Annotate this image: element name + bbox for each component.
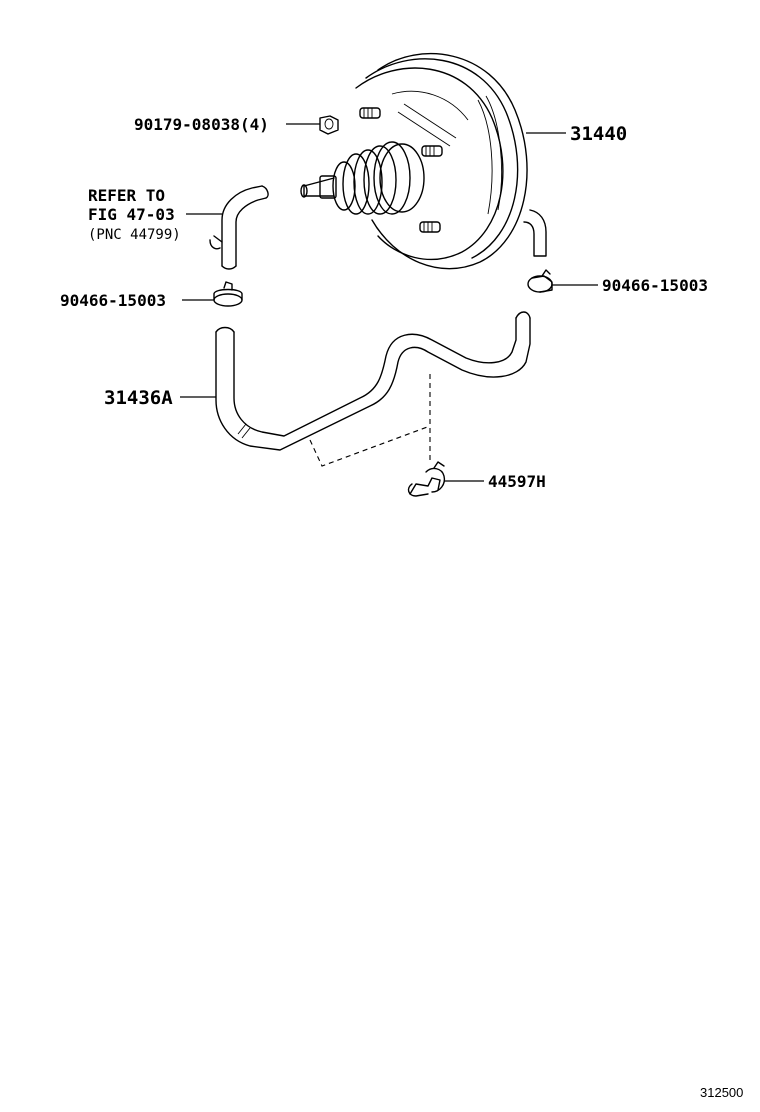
callout-clamp-left[interactable]: 90466-15003	[60, 291, 166, 310]
flange-nut[interactable]	[319, 115, 339, 135]
hose-clamp-right[interactable]	[527, 269, 553, 293]
stud	[419, 221, 441, 233]
clip-reference-lines	[309, 374, 431, 467]
stud	[359, 107, 381, 119]
callout-refer-line3: (PNC 44799)	[88, 227, 181, 243]
brake-booster[interactable]	[300, 52, 547, 270]
callout-booster[interactable]: 31440	[570, 123, 627, 145]
callout-refer-line1: REFER TO	[88, 186, 165, 205]
bellows-boot	[332, 141, 425, 215]
figure-number: 312500	[700, 1085, 743, 1100]
hose-clamp-left[interactable]	[213, 281, 243, 307]
push-rod	[300, 175, 337, 199]
callout-clamp-right[interactable]: 90466-15003	[602, 276, 708, 295]
callout-hose[interactable]: 31436A	[104, 387, 173, 409]
vacuum-hose[interactable]	[215, 311, 531, 451]
callout-nut[interactable]: 90179-08038(4)	[134, 115, 269, 134]
callout-refer-line2[interactable]: FIG 47-03	[88, 205, 175, 224]
stud	[421, 145, 443, 157]
check-valve-hose[interactable]	[209, 185, 269, 270]
hose-clip[interactable]	[407, 461, 446, 497]
callout-clip[interactable]: 44597H	[488, 472, 546, 491]
